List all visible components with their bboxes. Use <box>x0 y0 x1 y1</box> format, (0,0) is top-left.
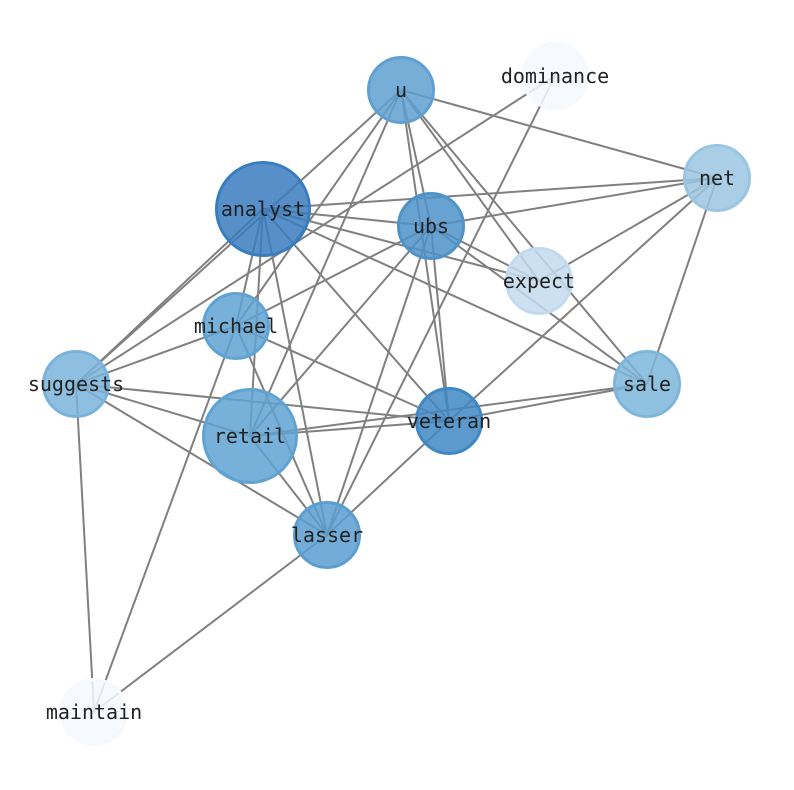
node-circle <box>202 388 298 484</box>
edge-ubs-michael <box>235 225 432 327</box>
node-circle <box>60 678 128 746</box>
nodes: u dominance net analyst ubs expect michael sugg… <box>28 42 751 746</box>
node-analyst[interactable]: analyst <box>215 161 311 257</box>
edge-dominance-suggests <box>75 75 556 385</box>
edge-ubs-lasser <box>326 225 432 536</box>
node-label: ubs <box>413 214 449 238</box>
node-circle <box>613 350 681 418</box>
node-label: sale <box>623 372 671 396</box>
node-label: lasser <box>291 523 363 547</box>
node-maintain[interactable]: maintain <box>46 678 142 746</box>
edge-suggests-maintain <box>75 383 95 713</box>
edge-lasser-maintain <box>93 534 328 713</box>
node-circle <box>415 387 483 455</box>
node-circle <box>293 501 361 569</box>
node-veteran[interactable]: veteran <box>407 387 491 455</box>
node-label: retail <box>214 424 286 448</box>
node-circle <box>215 161 311 257</box>
edge-dominance-lasser <box>326 75 556 536</box>
node-circle <box>521 42 589 110</box>
edge-net-ubs <box>430 177 718 227</box>
node-label: analyst <box>221 197 305 221</box>
node-label: michael <box>194 314 278 338</box>
node-suggests[interactable]: suggests <box>28 350 124 418</box>
node-circle <box>397 192 465 260</box>
node-circle <box>202 292 270 360</box>
node-sale[interactable]: sale <box>613 350 681 418</box>
edge-michael-maintain <box>93 325 237 713</box>
edge-net-sale <box>646 177 718 385</box>
edge-u-expect <box>400 89 540 282</box>
edge-michael-veteran <box>235 325 450 422</box>
edge-net-veteran <box>448 177 718 422</box>
node-net[interactable]: net <box>683 144 751 212</box>
node-ubs[interactable]: ubs <box>397 192 465 260</box>
node-michael[interactable]: michael <box>194 292 278 360</box>
node-label: expect <box>503 269 575 293</box>
edge-suggests-lasser <box>75 383 328 536</box>
edge-analyst-sale <box>262 208 648 385</box>
node-label: dominance <box>501 64 609 88</box>
node-lasser[interactable]: lasser <box>291 501 363 569</box>
node-dominance[interactable]: dominance <box>501 42 609 110</box>
edge-analyst-lasser <box>262 208 328 536</box>
node-circle <box>367 56 435 124</box>
edge-u-michael <box>235 89 402 327</box>
node-label: maintain <box>46 700 142 724</box>
node-label: veteran <box>407 409 491 433</box>
node-circle <box>42 350 110 418</box>
node-circle <box>505 247 573 315</box>
node-expect[interactable]: expect <box>503 247 575 315</box>
node-circle <box>683 144 751 212</box>
edge-u-sale <box>400 89 648 385</box>
node-label: suggests <box>28 372 124 396</box>
edge-net-expect <box>538 177 718 282</box>
node-retail[interactable]: retail <box>202 388 298 484</box>
edge-u-net <box>400 89 718 179</box>
edge-net-analyst <box>262 177 718 210</box>
node-label: net <box>699 166 735 190</box>
edge-u-retail <box>249 89 402 437</box>
node-u[interactable]: u <box>367 56 435 124</box>
node-label: u <box>395 78 407 102</box>
